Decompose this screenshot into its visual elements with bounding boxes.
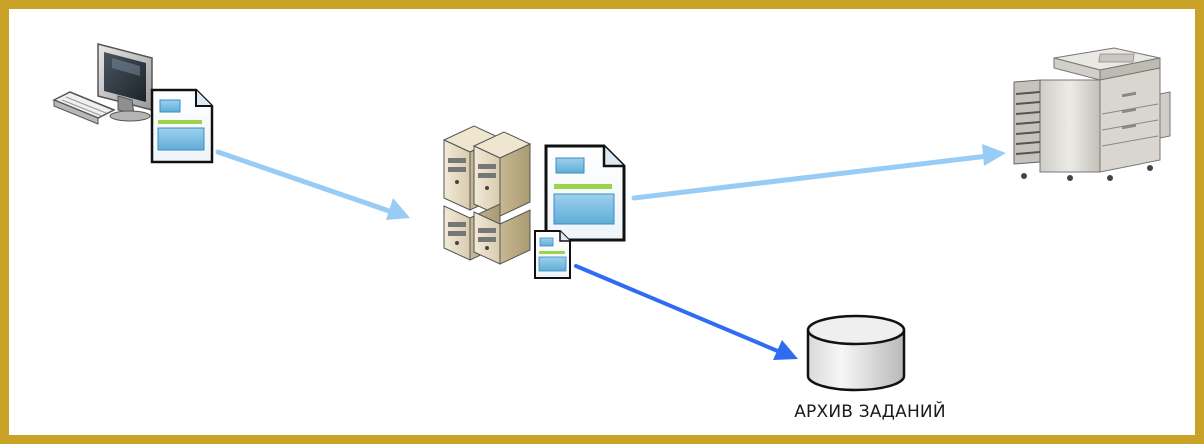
database-cylinder-icon	[806, 314, 906, 392]
flow-arrow-workstation-to-server	[215, 149, 410, 220]
printer-icon	[1013, 47, 1171, 181]
document-icon	[150, 88, 214, 164]
document-icon	[534, 230, 571, 279]
flow-arrow-server-to-printer	[631, 144, 1006, 201]
archive-label: АРХИВ ЗАДАНИЙ	[794, 402, 946, 422]
document-icon	[544, 144, 626, 242]
server-cluster-icon	[442, 125, 532, 265]
computer-icon	[52, 43, 153, 125]
flow-arrow-server-to-archive	[574, 264, 798, 360]
